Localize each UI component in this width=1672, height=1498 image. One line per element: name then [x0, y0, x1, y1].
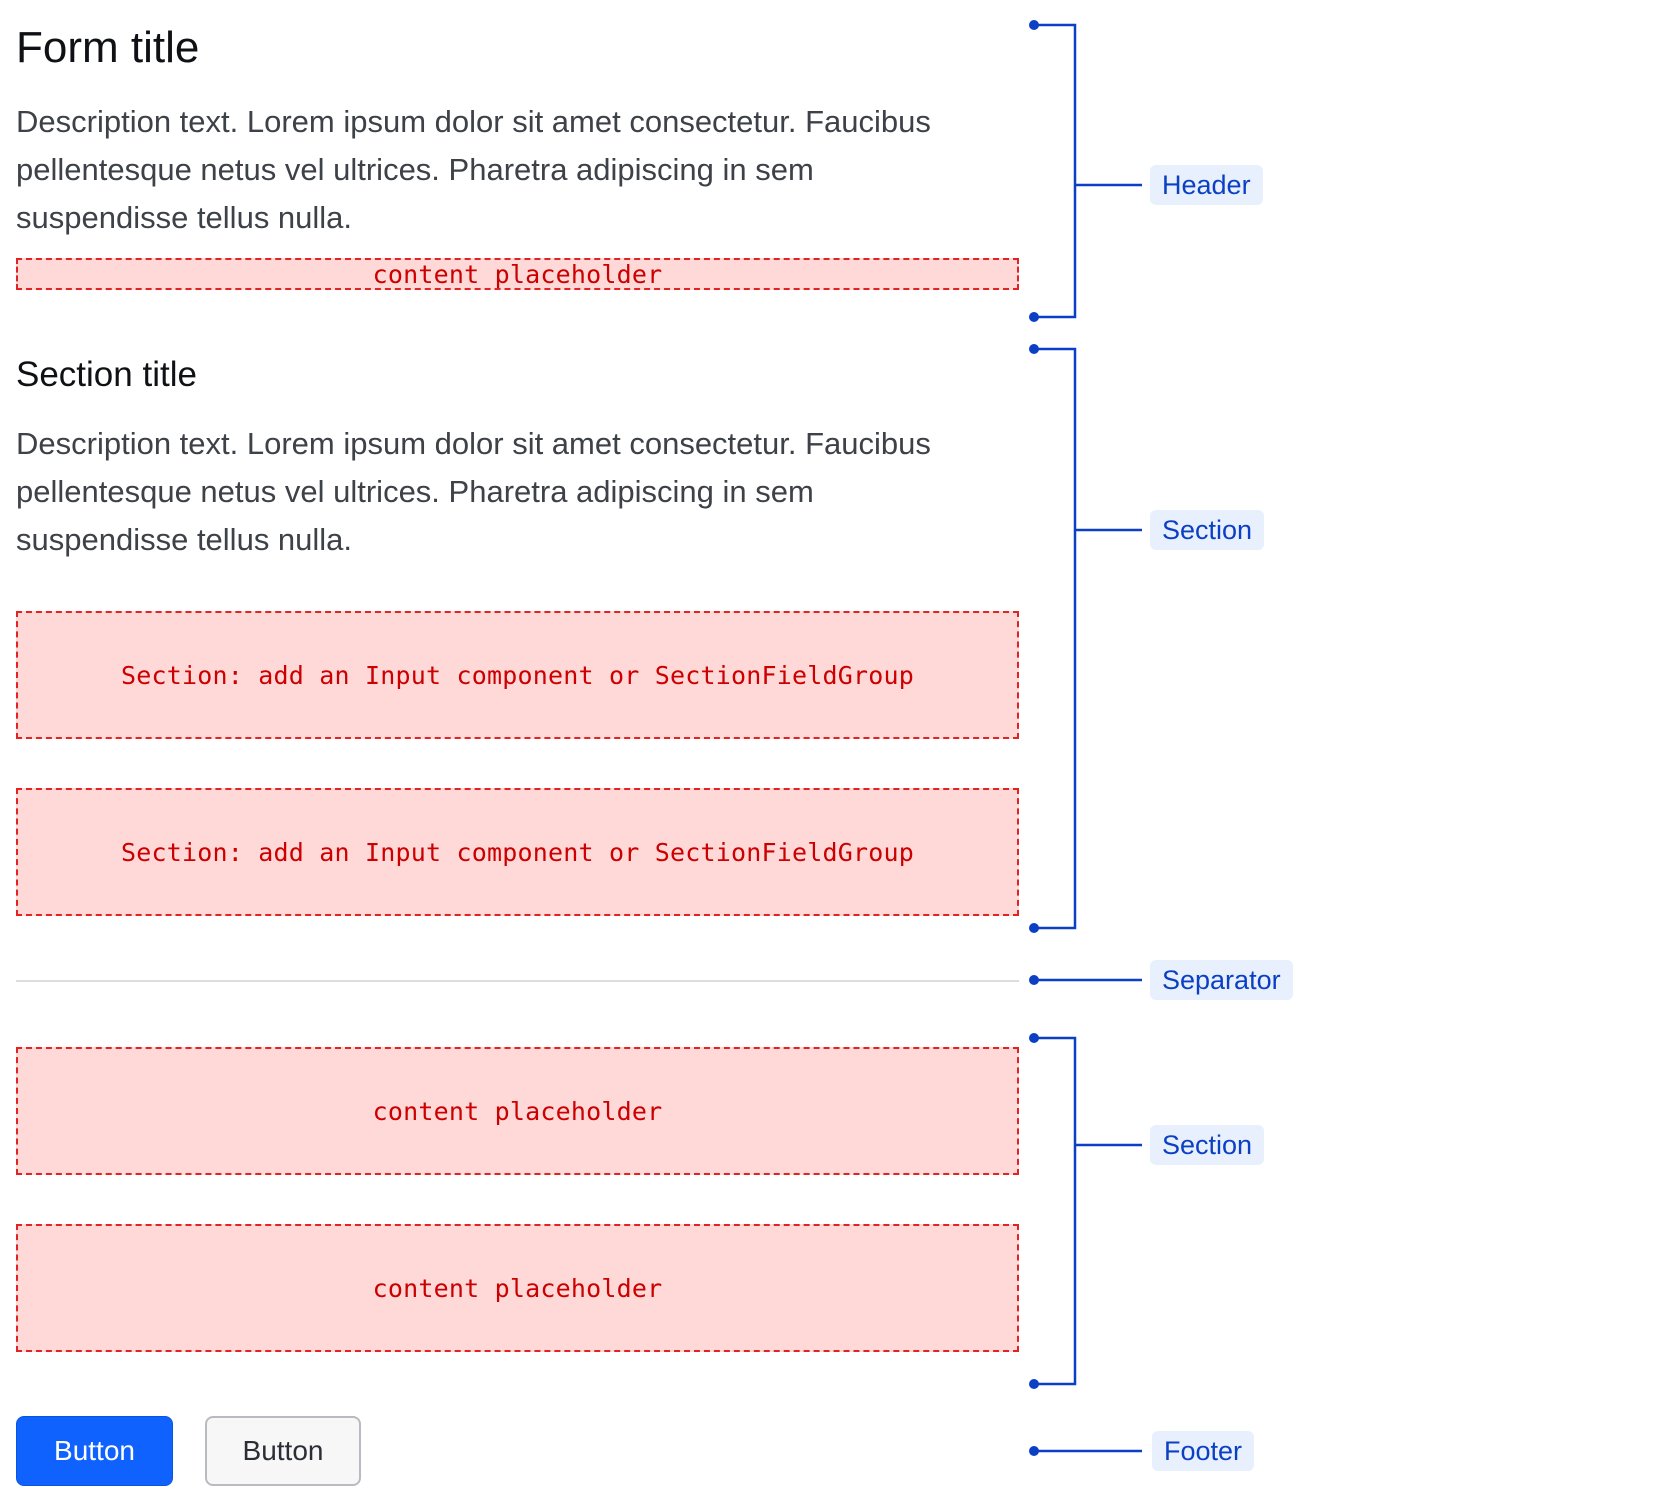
form-title: Form title [16, 23, 200, 72]
annotation-label-separator: Separator [1150, 960, 1293, 1000]
form-description: Description text. Lorem ipsum dolor sit … [16, 104, 931, 235]
secondary-button[interactable]: Button [205, 1416, 361, 1486]
annotation-label-section: Section [1150, 510, 1265, 550]
section-bracket [1034, 347, 1142, 930]
header-content-placeholder: content placeholder [16, 258, 1019, 290]
bracket-dot [1029, 923, 1039, 933]
section-bracket [1034, 1036, 1142, 1386]
bracket-dot [1029, 1033, 1039, 1043]
annotation-label-footer: Footer [1152, 1431, 1255, 1471]
bracket-dot [1029, 1379, 1039, 1389]
bracket-dot [1029, 975, 1039, 985]
section-description: Description text. Lorem ipsum dolor sit … [16, 426, 931, 557]
section-content-placeholder: content placeholder [16, 1224, 1019, 1352]
annotation-label-section: Section [1150, 1125, 1265, 1165]
bracket-dot [1029, 1446, 1039, 1456]
bracket-dot [1029, 20, 1039, 30]
annotation-label-header: Header [1150, 165, 1263, 205]
section-content-placeholder: content placeholder [16, 1047, 1019, 1175]
bracket-dot [1029, 312, 1039, 322]
bracket-dot [1029, 344, 1039, 354]
section-input-slot: Section: add an Input component or Secti… [16, 788, 1019, 916]
header-bracket [1034, 23, 1142, 319]
primary-button[interactable]: Button [16, 1416, 173, 1486]
section-title: Section title [16, 355, 197, 394]
separator [16, 980, 1019, 982]
section-input-slot: Section: add an Input component or Secti… [16, 611, 1019, 739]
